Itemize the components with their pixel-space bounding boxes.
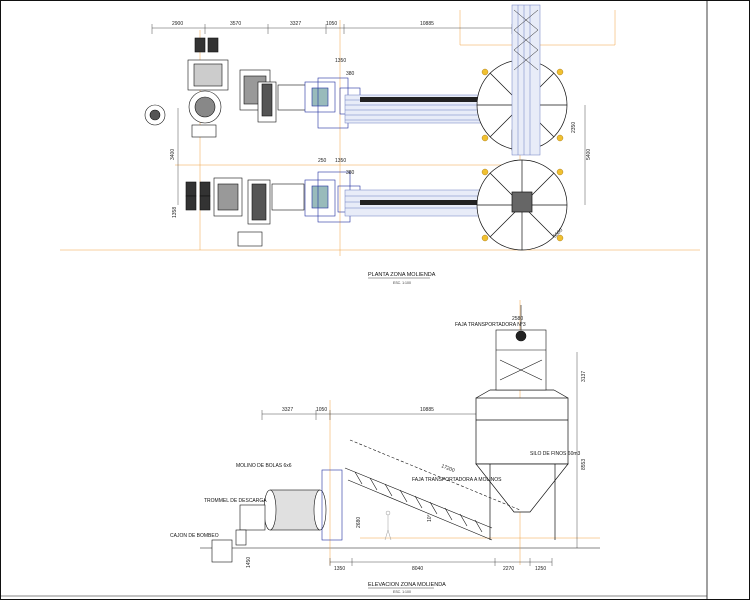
plan-dim-inner2-1: 250 [318,158,327,164]
plan-conveyor-vertical [511,4,541,156]
plan-dim-top-1: 2900 [172,21,183,27]
elev-dim-bottom-2: 8040 [412,566,423,572]
elev-dim-right-2: 8553 [581,459,587,470]
label-trommel: TROMMEL DE DESCARGA [204,498,267,504]
elev-dim-silo-width: 2580 [512,316,523,322]
plan-dim-top-5: 10885 [420,21,434,27]
plan-dim-inner-1: 1350 [335,58,346,64]
silo-support-markers [481,68,564,242]
elev-dim-right-1: 3137 [581,371,587,382]
plan-conveyor-top [344,94,486,124]
elevation-bottom-dimension [329,558,553,566]
elevation-silo [475,389,569,540]
plan-dim-inner2-2: 1350 [335,158,346,164]
label-cajon: CAJON DE BOMBEO [170,533,219,539]
motor-group-top [144,37,361,138]
elev-dim-bottom-3: 2270 [503,566,514,572]
plan-dim-right-2: 5400 [586,149,592,160]
elev-dim-top-2: 1050 [316,407,327,413]
elev-dim-left-2: 1450 [246,557,252,568]
plan-view: 2900 3570 3327 1050 10885 [60,4,700,285]
plan-dim-inner2-3: 380 [346,170,355,176]
plan-grid-lines [60,10,700,256]
plan-dim-vertical-2: 1358 [172,207,178,218]
elev-dim-bottom-1: 1350 [334,566,345,572]
elevation-ball-mill [211,469,343,563]
elev-dim-top-1: 3327 [282,407,293,413]
elevation-scale: ESC. 1:100 [393,590,411,594]
plan-dim-vertical-1: 3400 [170,149,176,160]
plan-dim-top-4: 1050 [326,21,337,27]
plan-title: PLANTA ZONA MOLIENDA [368,272,436,278]
label-silo: SILO DE FINOS 60m3 [530,451,581,457]
label-faja-mid: FAJA TRANSPORTADORA A MOLINOS [412,477,502,483]
elevation-inclined-conveyor [344,439,521,541]
plan-dim-inner-2: 380 [346,71,355,77]
label-molino: MOLINO DE BOLAS 6x6 [236,463,292,469]
elev-dim-conveyor-small: 10° [427,514,433,522]
elevation-view: 3327 1050 10885 [170,300,600,594]
motor-group-bottom [185,171,361,247]
plan-scale: ESC. 1:100 [393,281,411,285]
plan-silos [476,59,568,251]
scale-human-figure [384,510,392,541]
plan-dim-top-3: 3327 [290,21,301,27]
elev-dim-left-1: 2680 [356,517,362,528]
elev-dim-bottom-4: 1250 [535,566,546,572]
plan-conveyor-bottom [344,189,486,217]
label-faja-top: FAJA TRANSPORTADORA N°3 [455,322,526,328]
elev-dim-incline: 17200 [440,463,455,474]
elevation-title: ELEVACION ZONA MOLIENDA [368,582,446,588]
plan-dim-right-1: 2350 [571,122,577,133]
plan-dim-top-2: 3570 [230,21,241,27]
elev-dim-top-3: 10885 [420,407,434,413]
elevation-conveyor-top [495,305,547,391]
